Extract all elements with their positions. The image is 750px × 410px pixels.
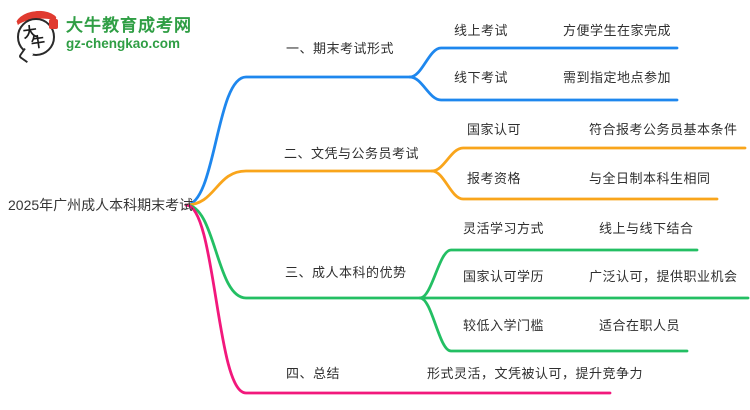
branch-3-child-2-detail: 广泛认可，提供职业机会: [589, 269, 738, 284]
branch-4-child-1-label: 形式灵活，文凭被认可，提升竞争力: [427, 366, 644, 381]
logo-red-seal-icon: [49, 19, 58, 29]
branch-2-child-1-line: [430, 146, 747, 173]
branch-2-label: 二、文凭与公务员考试: [284, 146, 420, 161]
branch-2-main-line: [184, 169, 434, 207]
site-url: gz-chengkao.com: [66, 36, 181, 51]
branch-1-child-1-line: [408, 46, 679, 79]
branch-2-child-2-detail: 与全日制本科生相同: [589, 171, 711, 186]
branch-1-child-1-label: 线上考试: [454, 23, 509, 38]
branch-2-child-1-label: 国家认可: [467, 122, 522, 137]
branch-3-label: 三、成人本科的优势: [285, 265, 407, 280]
site-name: 大牛教育成考网: [66, 16, 192, 35]
branch-3-child-1-label: 灵活学习方式: [463, 221, 545, 236]
branch-1-child-2-line: [408, 75, 679, 102]
branch-3-child-1-line: [418, 248, 699, 300]
brand-logo: 大 牛 大牛教育成考网 gz-chengkao.com: [13, 8, 192, 64]
branch-1-child-1-detail: 方便学生在家完成: [563, 23, 672, 38]
branch-3-child-3-detail: 适合在职人员: [599, 318, 681, 333]
branch-4-label: 四、总结: [286, 366, 341, 381]
branch-3-main-line: [184, 203, 422, 300]
branch-2-child-2-line: [430, 169, 719, 201]
branch-4-main-line: [184, 203, 612, 395]
root-node: 2025年广州成人本科期末考试: [8, 197, 194, 213]
branch-1-child-2-detail: 需到指定地点参加: [563, 70, 672, 85]
branch-2-child-1-detail: 符合报考公务员基本条件: [589, 122, 738, 137]
branch-2-child-2-label: 报考资格: [467, 171, 522, 186]
branch-1-label: 一、期末考试形式: [286, 41, 395, 56]
branch-1-child-2-label: 线下考试: [454, 70, 509, 85]
branch-1-main-line: [184, 75, 412, 207]
daniu-logo-icon: 大 牛: [13, 8, 61, 64]
branch-3-child-2-label: 国家认可学历: [463, 269, 545, 284]
branch-3-child-1-detail: 线上与线下结合: [599, 221, 694, 236]
branch-3-child-3-line: [418, 296, 689, 353]
branch-3-child-3-label: 较低入学门槛: [463, 318, 545, 333]
brand-text: 大牛教育成考网 gz-chengkao.com: [66, 10, 192, 52]
